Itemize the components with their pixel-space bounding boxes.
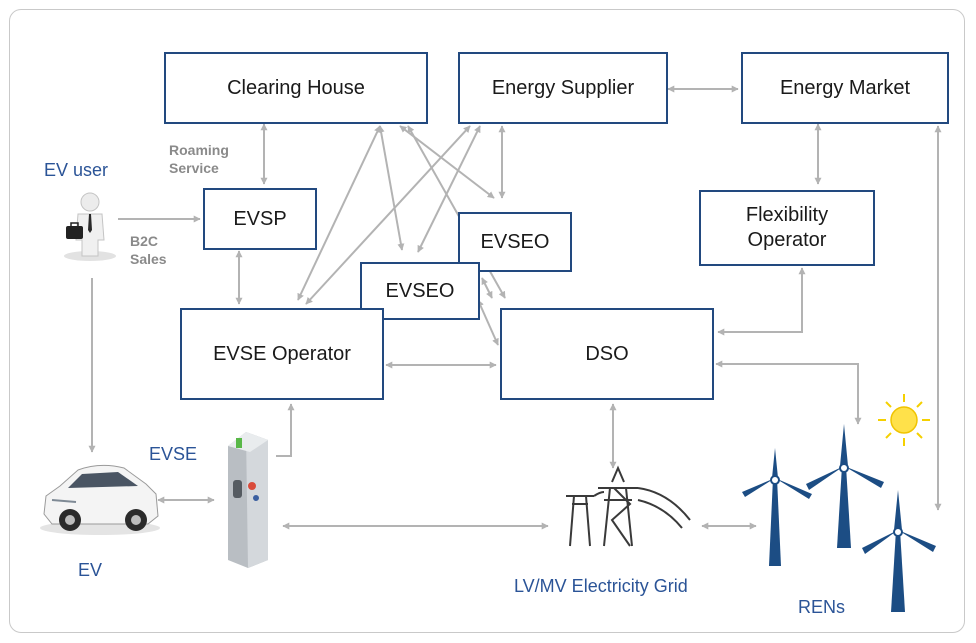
- arrow-evseo-lower-dso: [477, 299, 499, 346]
- sun-icon: [878, 394, 930, 446]
- business-person-icon: [64, 192, 116, 261]
- arrow-flexibility-dso: [717, 267, 806, 336]
- flexibility-operator-label: Flexibility Operator: [745, 204, 829, 251]
- arrow-clearing-evseo-lower: [377, 125, 405, 251]
- evseo-upper-box: EVSEO: [458, 212, 572, 272]
- flexibility-operator-box: Flexibility Operator: [699, 190, 875, 266]
- evseo-lower-label: EVSEO: [385, 279, 455, 302]
- rens-label: RENs: [798, 597, 846, 617]
- energy-market-box: Energy Market: [741, 52, 949, 124]
- energy-supplier-box: Energy Supplier: [458, 52, 668, 124]
- clearing-house-box: Clearing House: [164, 52, 428, 124]
- b2c-sales-label: B2C Sales: [130, 233, 167, 268]
- energy-market-label: Energy Market: [779, 76, 911, 99]
- arrow-evse-evse-operator: [276, 403, 295, 457]
- power-pylon-icon: [566, 465, 691, 547]
- energy-supplier-label: Energy Supplier: [491, 76, 635, 99]
- roaming-service-label: Roaming Service: [169, 142, 229, 177]
- wind-turbine-icon: [806, 424, 884, 548]
- grid-label: LV/MV Electricity Grid: [514, 576, 688, 596]
- charging-station-icon: [228, 432, 268, 568]
- evseo-upper-label: EVSEO: [480, 230, 550, 253]
- evsp-label: EVSP: [233, 207, 287, 230]
- evse-operator-box: EVSE Operator: [180, 308, 384, 400]
- ev-user-label: EV user: [44, 160, 109, 180]
- wind-turbine-icon: [862, 490, 936, 612]
- arrow-supplier-evseo-lower: [417, 125, 481, 253]
- arrow-evseo-upper-dso: [481, 277, 493, 299]
- evseo-lower-box: EVSEO: [360, 262, 480, 320]
- wind-turbine-icon: [742, 448, 812, 566]
- clearing-house-label: Clearing House: [227, 76, 365, 99]
- arrow-dso-rens: [715, 360, 862, 425]
- evsp-box: EVSP: [203, 188, 317, 250]
- electric-car-icon: [40, 464, 160, 535]
- dso-label: DSO: [585, 342, 629, 365]
- evse-operator-label: EVSE Operator: [213, 342, 351, 365]
- evse-label: EVSE: [149, 444, 198, 464]
- ev-label: EV: [78, 560, 103, 580]
- dso-box: DSO: [500, 308, 714, 400]
- diagram-frame: [9, 9, 965, 633]
